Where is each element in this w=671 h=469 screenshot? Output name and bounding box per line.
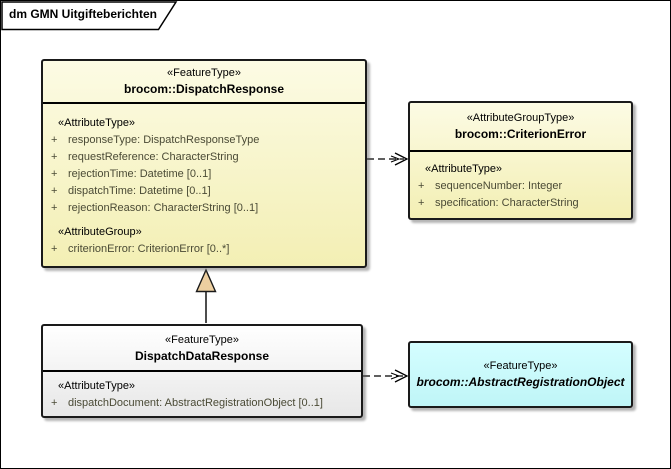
attribute-row: + dispatchDocument: AbstractRegistration…: [43, 395, 361, 412]
visibility-marker: +: [51, 185, 58, 197]
attribute-text: rejectionReason: CharacterString [0..1]: [68, 202, 259, 214]
dependency-arrow-abstractregistrationobject[interactable]: [363, 369, 409, 383]
visibility-marker: +: [51, 243, 58, 255]
class-stereotype: «FeatureType»: [165, 333, 239, 346]
class-stereotype: «FeatureType»: [483, 360, 558, 372]
section-heading: «AttributeType»: [425, 163, 503, 175]
attribute-compartment: «AttributeType» + dispatchDocument: Abst…: [43, 372, 361, 412]
attribute-text: responseType: DispatchResponseType: [68, 134, 260, 146]
attribute-row: + dispatchTime: Datetime [0..1]: [43, 183, 365, 200]
frame-title: dm GMN Uitgifteberichten: [9, 7, 158, 21]
generalization-arrow[interactable]: [195, 268, 217, 323]
dependency-arrow-criterionerror[interactable]: [367, 152, 409, 166]
attribute-row: + rejectionTime: Datetime [0..1]: [43, 166, 365, 183]
visibility-marker: +: [51, 151, 58, 163]
class-box-abstractregistrationobject[interactable]: «FeatureType» brocom::AbstractRegistrati…: [408, 341, 633, 408]
visibility-marker: +: [51, 397, 58, 409]
class-header: «AttributeGroupType» brocom::CriterionEr…: [410, 103, 631, 152]
visibility-marker: +: [418, 197, 425, 209]
attribute-text: criterionError: CriterionError [0..*]: [68, 243, 230, 255]
generalization-triangle: [195, 268, 217, 293]
attribute-row: + criterionError: CriterionError [0..*]: [43, 241, 365, 258]
class-name: brocom::CriterionError: [454, 127, 587, 141]
attribute-row: + requestReference: CharacterString: [43, 149, 365, 166]
visibility-marker: +: [51, 202, 58, 214]
visibility-marker: +: [51, 168, 58, 180]
class-header: «FeatureType» brocom::AbstractRegistrati…: [410, 343, 631, 406]
attribute-row: + rejectionReason: CharacterString [0..1…: [43, 200, 365, 217]
attribute-compartment: «AttributeType» + sequenceNumber: Intege…: [410, 152, 631, 212]
section-heading: «AttributeType»: [58, 117, 136, 129]
class-name: brocom::DispatchResponse: [123, 82, 285, 96]
attribute-row: + specification: CharacterString: [410, 195, 631, 212]
attribute-row: + sequenceNumber: Integer: [410, 178, 631, 195]
class-name: brocom::AbstractRegistrationObject: [416, 375, 625, 389]
attribute-text: dispatchTime: Datetime [0..1]: [68, 185, 211, 197]
attribute-text: sequenceNumber: Integer: [435, 180, 563, 192]
visibility-marker: +: [418, 180, 425, 192]
class-header: «FeatureType» DispatchDataResponse: [43, 326, 361, 372]
class-header: «FeatureType» brocom::DispatchResponse: [43, 61, 365, 104]
section-heading: «AttributeType»: [58, 380, 136, 392]
class-box-dispatchdataresponse[interactable]: «FeatureType» DispatchDataResponse «Attr…: [41, 324, 363, 418]
class-stereotype: «AttributeGroupType»: [466, 112, 575, 124]
section-heading: «AttributeGroup»: [58, 226, 142, 238]
class-box-criterionerror[interactable]: «AttributeGroupType» brocom::CriterionEr…: [408, 101, 633, 220]
class-stereotype: «FeatureType»: [167, 67, 241, 79]
attribute-text: dispatchDocument: AbstractRegistrationOb…: [68, 397, 323, 409]
visibility-marker: +: [51, 134, 58, 146]
class-box-dispatchresponse[interactable]: «FeatureType» brocom::DispatchResponse «…: [41, 59, 367, 268]
attribute-compartment: «AttributeType» + responseType: Dispatch…: [43, 104, 365, 258]
attribute-text: requestReference: CharacterString: [68, 151, 239, 163]
class-name: DispatchDataResponse: [134, 348, 270, 363]
attribute-row: + responseType: DispatchResponseType: [43, 132, 365, 149]
attribute-text: specification: CharacterString: [435, 197, 579, 209]
attribute-text: rejectionTime: Datetime [0..1]: [68, 168, 212, 180]
